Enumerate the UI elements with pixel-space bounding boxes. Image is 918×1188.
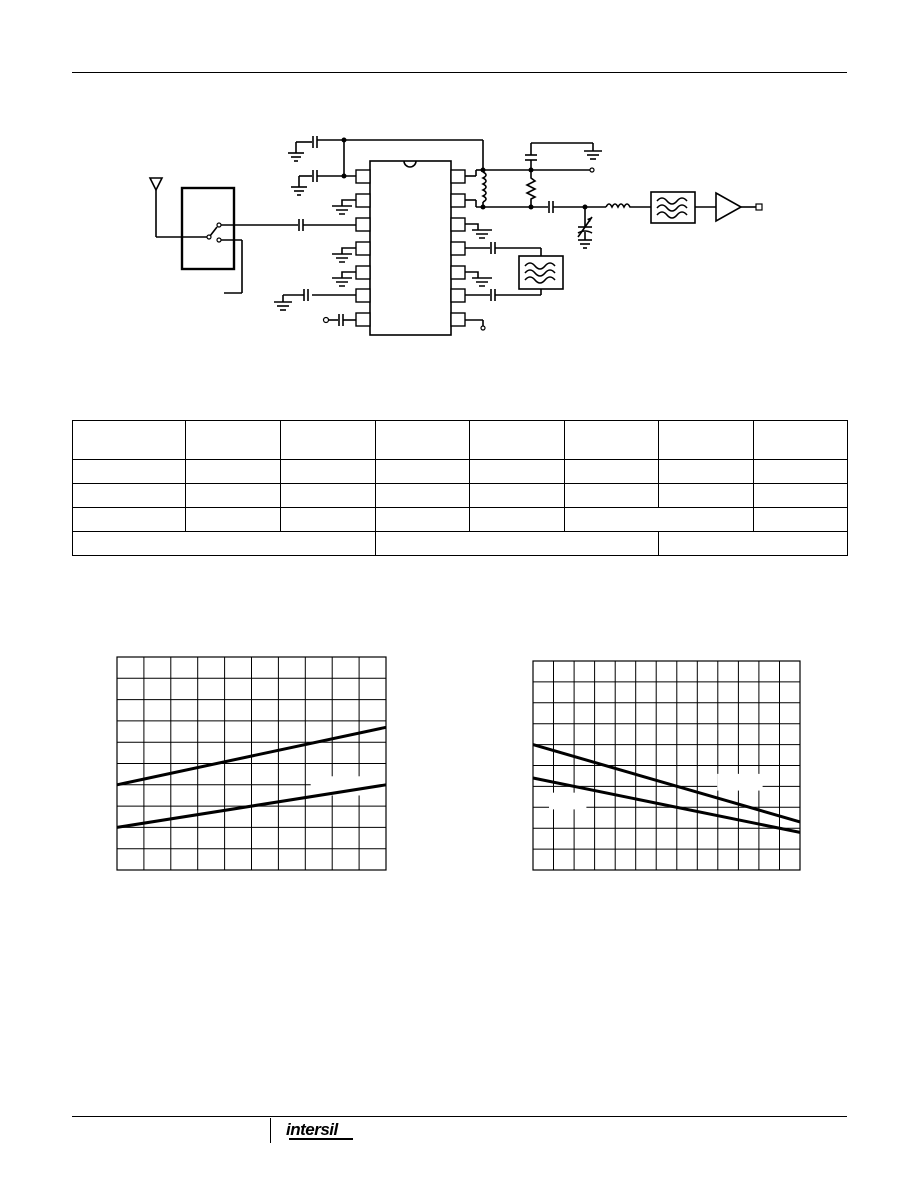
table-cell [375, 483, 470, 508]
series-line-1 [116, 725, 387, 787]
variable-capacitor-icon [577, 207, 593, 249]
ground-icon [332, 199, 356, 287]
table-cell [658, 420, 754, 460]
performance-graph-left [116, 656, 387, 871]
table-cell [185, 459, 281, 484]
series-label-area [549, 792, 587, 810]
header-rule [72, 72, 847, 73]
table-cell [72, 483, 186, 508]
table-cell [280, 459, 376, 484]
resistor-icon [525, 167, 595, 207]
intersil-logo: intersil [286, 1120, 338, 1139]
table-cell [564, 459, 659, 484]
table-header-row [72, 420, 848, 460]
output-capacitor [548, 201, 606, 213]
footer-divider [270, 1118, 271, 1143]
table-cell [72, 420, 186, 460]
performance-graph-right [532, 660, 801, 871]
table-cell [375, 420, 470, 460]
table-cell [469, 507, 565, 532]
table-cell [185, 420, 281, 460]
table-cell [280, 483, 376, 508]
table-cell [469, 483, 565, 508]
bandpass-filter-block [650, 191, 696, 224]
table-row [72, 459, 848, 484]
table-cell [469, 459, 565, 484]
series-line-1 [532, 743, 801, 824]
table-cell [375, 507, 470, 532]
table-cell [280, 420, 376, 460]
table-cell [564, 420, 659, 460]
series-line-2 [532, 776, 801, 834]
table-cell [72, 459, 186, 484]
series-label-area [310, 776, 384, 796]
plot-frame [532, 660, 801, 871]
input-capacitor-pin7 [322, 314, 356, 326]
table-cell [72, 507, 186, 532]
if-filter-block [465, 242, 564, 301]
table-cell [564, 483, 659, 508]
tr-switch-block [180, 186, 298, 294]
output-terminal-pin8 [465, 319, 486, 331]
table-cell [753, 420, 848, 460]
supply-bypass-capacitor [525, 142, 602, 170]
table-cell [564, 507, 754, 532]
table-cell [72, 531, 376, 556]
capacitor-icon [298, 219, 356, 231]
table-row [72, 531, 848, 556]
decoupling-capacitor-2 [291, 170, 356, 196]
table-cell [658, 459, 754, 484]
table-cell [185, 483, 281, 508]
table-cell [753, 459, 848, 484]
table-cell [375, 531, 659, 556]
plot-frame [116, 656, 387, 871]
capacitor-ground-pin6 [274, 289, 356, 311]
antenna-icon [148, 177, 182, 238]
ic-package [355, 160, 466, 336]
amplifier-icon [715, 191, 763, 223]
series-label-area [717, 773, 763, 791]
series-line-2 [116, 783, 387, 829]
table-cell [469, 420, 565, 460]
table-cell [658, 531, 848, 556]
table-cell [753, 483, 848, 508]
table-row [72, 483, 848, 508]
table-cell [753, 507, 848, 532]
application-circuit-schematic [148, 136, 763, 336]
series-label-area [117, 744, 142, 762]
footer-rule [72, 1116, 847, 1117]
decoupling-capacitor-top [288, 136, 483, 162]
logo-underline [289, 1138, 353, 1140]
table-cell [658, 483, 754, 508]
series-inductor-icon [605, 203, 651, 209]
table-cell [185, 507, 281, 532]
table-cell [280, 507, 376, 532]
table-row [72, 507, 848, 532]
table-cell [375, 459, 470, 484]
specification-table [72, 420, 848, 556]
ground-icon-right [465, 223, 492, 287]
